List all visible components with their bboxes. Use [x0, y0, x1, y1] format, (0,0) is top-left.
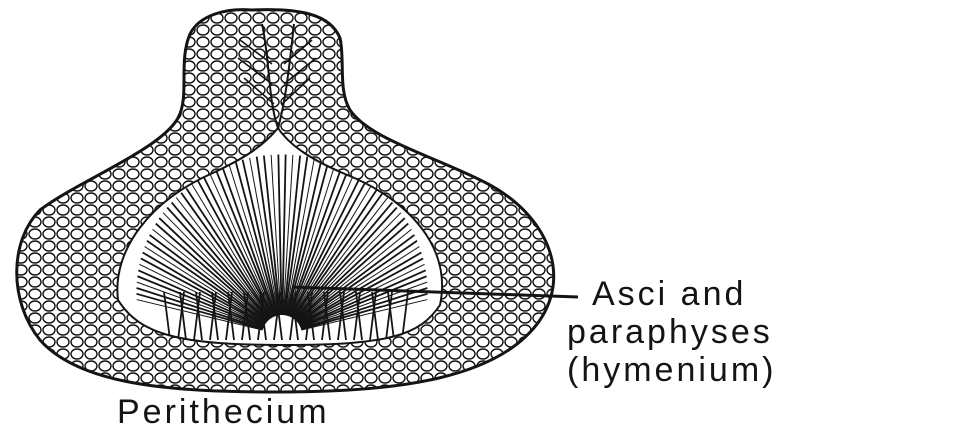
callout-label-line1: Asci and	[592, 276, 746, 312]
callout-label-line2: paraphyses	[567, 314, 773, 350]
callout-label-line3: (hymenium)	[567, 352, 776, 388]
structure-caption: Perithecium	[117, 393, 330, 431]
